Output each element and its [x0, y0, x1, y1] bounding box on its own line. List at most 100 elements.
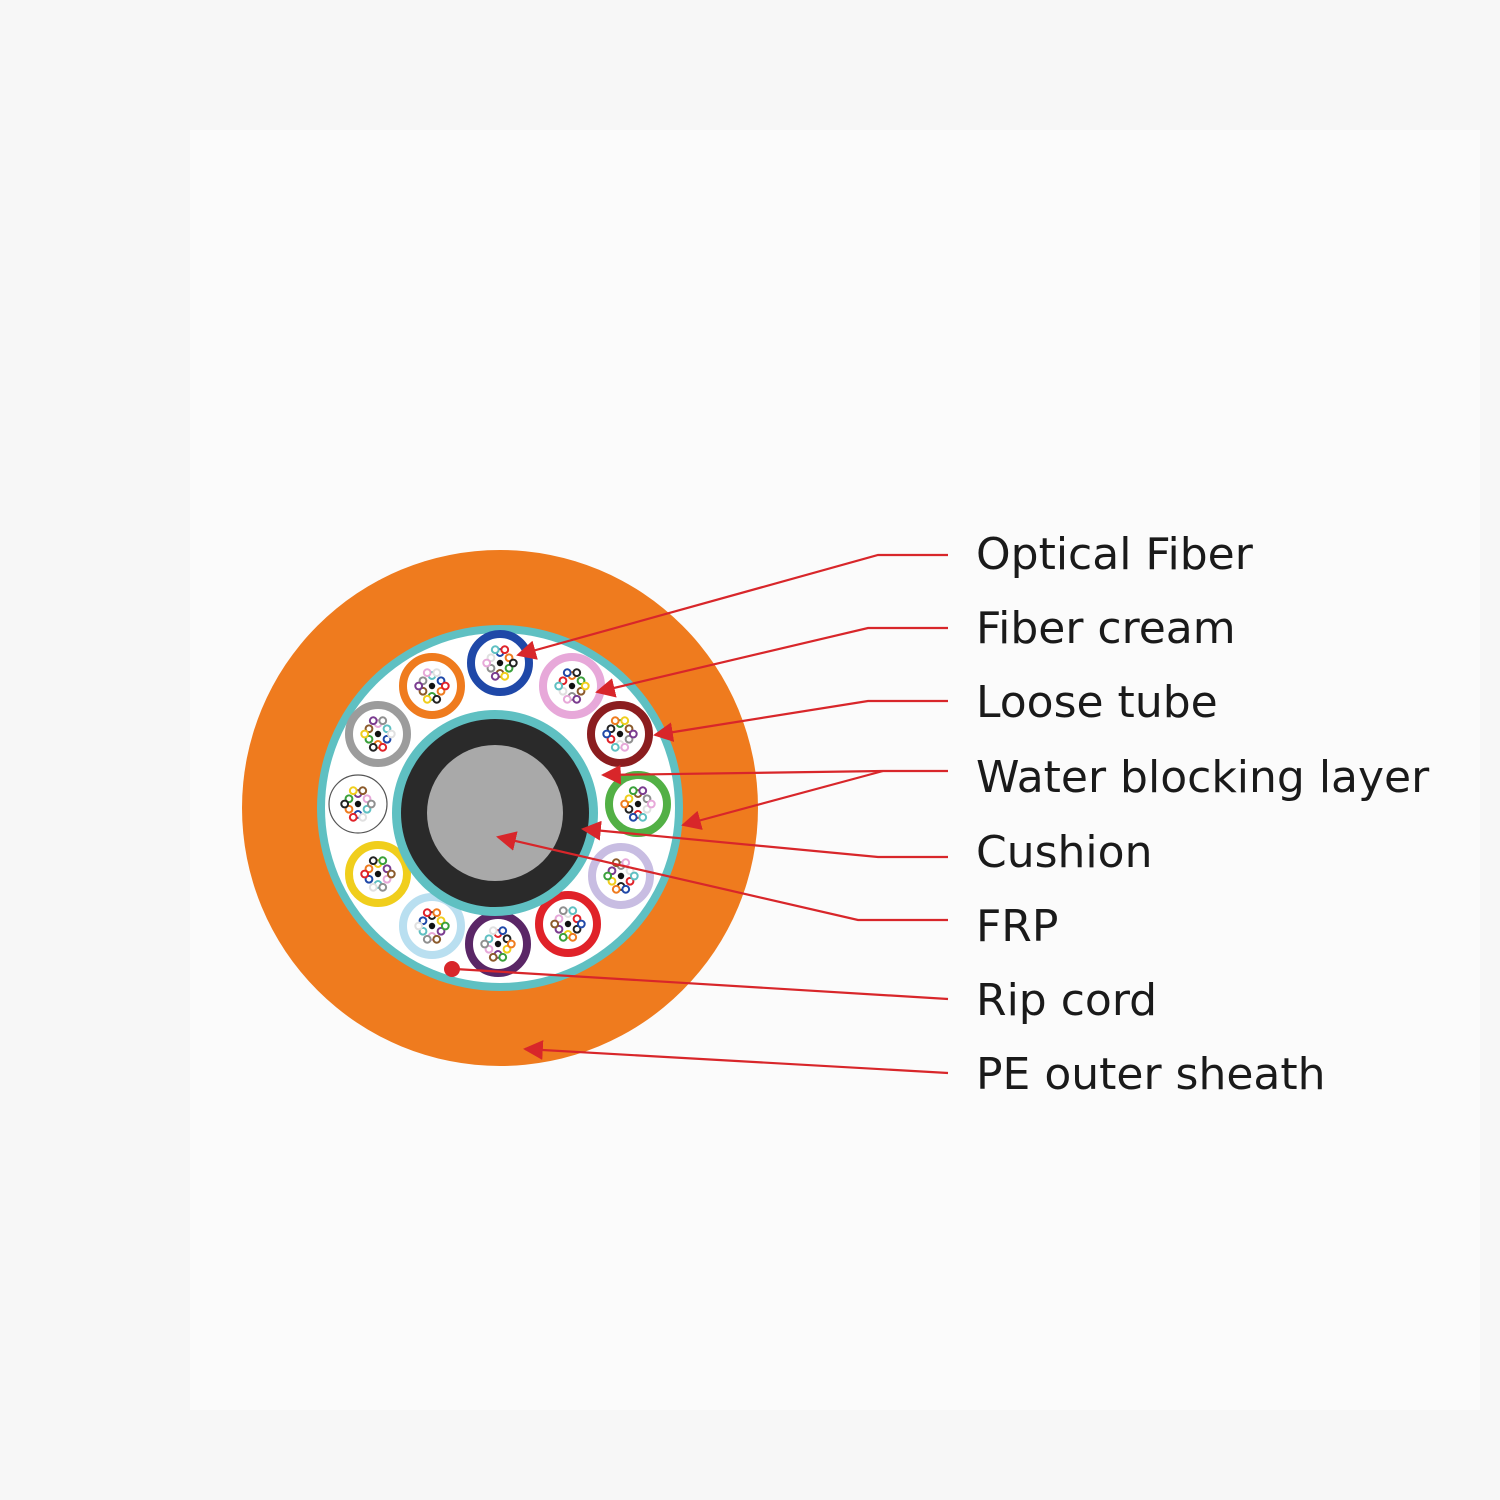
label-water-blocking-layer: Water blocking layer	[976, 752, 1430, 803]
leader-lines	[454, 553, 949, 1075]
optical-fiber	[496, 659, 504, 667]
optical-fiber	[498, 952, 508, 962]
optical-fiber	[634, 800, 642, 808]
optical-fiber	[428, 682, 436, 690]
loose-tube	[345, 701, 411, 767]
leader-frp	[496, 831, 948, 922]
optical-fiber	[480, 939, 490, 949]
optical-fiber	[432, 908, 442, 918]
loose-tubes-group	[328, 630, 671, 977]
optical-fiber	[610, 742, 620, 752]
loose-tube	[605, 771, 671, 837]
optical-fiber	[366, 799, 376, 809]
optical-fiber	[378, 882, 388, 892]
optical-fiber	[428, 922, 436, 930]
optical-fiber	[508, 658, 518, 668]
optical-fiber	[354, 800, 362, 808]
optical-fiber	[432, 694, 442, 704]
optical-fiber	[572, 694, 582, 704]
label-rip-cord: Rip cord	[976, 975, 1157, 1026]
optical-fiber	[374, 870, 382, 878]
leader-water-blocking-outer	[681, 769, 884, 830]
optical-fiber	[628, 812, 638, 822]
optical-fiber	[617, 872, 625, 880]
label-optical-fiber: Optical Fiber	[976, 529, 1254, 580]
leader-loose-tube	[653, 699, 948, 742]
frp-core	[427, 745, 563, 881]
optical-fiber	[378, 716, 388, 726]
optical-fiber	[646, 799, 656, 809]
loose-tube	[345, 841, 411, 907]
optical-fiber	[611, 884, 621, 894]
optical-fiber	[414, 921, 424, 931]
leader-pe-outer-sheath	[523, 1040, 949, 1075]
leader-cushion	[581, 820, 948, 859]
optical-fiber	[628, 729, 638, 739]
optical-fiber	[360, 869, 370, 879]
loose-tube	[467, 630, 533, 696]
optical-fiber	[348, 786, 358, 796]
optical-fiber	[628, 786, 638, 796]
optical-fiber	[638, 786, 648, 796]
optical-fiber	[440, 921, 450, 931]
optical-fiber	[368, 716, 378, 726]
label-pe-outer-sheath: PE outer sheath	[976, 1049, 1326, 1100]
optical-fiber	[603, 871, 613, 881]
loose-tube	[587, 701, 653, 767]
optical-fiber	[422, 908, 432, 918]
optical-fiber	[568, 932, 578, 942]
label-fiber-cream: Fiber cream	[976, 603, 1236, 654]
optical-fiber	[386, 729, 396, 739]
leader-fiber-cream	[595, 626, 948, 698]
labels: Optical Fiber Fiber cream Loose tube Wat…	[976, 529, 1430, 1100]
optical-fiber	[564, 920, 572, 928]
optical-fiber	[422, 694, 432, 704]
optical-fiber	[432, 668, 442, 678]
optical-fiber	[422, 934, 432, 944]
optical-fiber	[414, 681, 424, 691]
optical-fiber	[482, 658, 492, 668]
optical-fiber	[580, 681, 590, 691]
optical-fiber	[506, 939, 516, 949]
optical-fiber	[494, 940, 502, 948]
optical-fiber	[602, 729, 612, 739]
label-frp: FRP	[976, 901, 1058, 952]
label-cushion: Cushion	[976, 827, 1152, 878]
optical-fiber	[558, 932, 568, 942]
optical-fiber	[554, 681, 564, 691]
optical-fiber	[558, 906, 568, 916]
optical-fiber	[572, 668, 582, 678]
optical-fiber	[358, 786, 368, 796]
optical-fiber	[368, 856, 378, 866]
optical-fiber	[490, 671, 500, 681]
optical-fiber	[616, 730, 624, 738]
optical-fiber	[576, 919, 586, 929]
optical-fiber	[488, 952, 498, 962]
loose-tube	[465, 911, 531, 977]
optical-fiber	[374, 730, 382, 738]
loose-tube	[328, 774, 388, 834]
optical-fiber	[629, 871, 639, 881]
optical-fiber	[378, 856, 388, 866]
loose-tube	[399, 653, 465, 719]
optical-fiber	[378, 742, 388, 752]
label-loose-tube: Loose tube	[976, 677, 1218, 728]
optical-fiber	[348, 812, 358, 822]
optical-fiber	[562, 694, 572, 704]
optical-fiber	[498, 926, 508, 936]
optical-fiber	[620, 799, 630, 809]
optical-fiber	[488, 926, 498, 936]
optical-fiber	[386, 869, 396, 879]
optical-fiber	[360, 729, 370, 739]
optical-fiber	[490, 645, 500, 655]
optical-fiber	[340, 799, 350, 809]
optical-fiber	[368, 742, 378, 752]
optical-fiber	[568, 682, 576, 690]
optical-fiber	[422, 668, 432, 678]
optical-fiber	[610, 716, 620, 726]
loose-tube	[539, 653, 605, 719]
leader-rip-cord	[454, 967, 949, 1001]
optical-fiber	[638, 812, 648, 822]
